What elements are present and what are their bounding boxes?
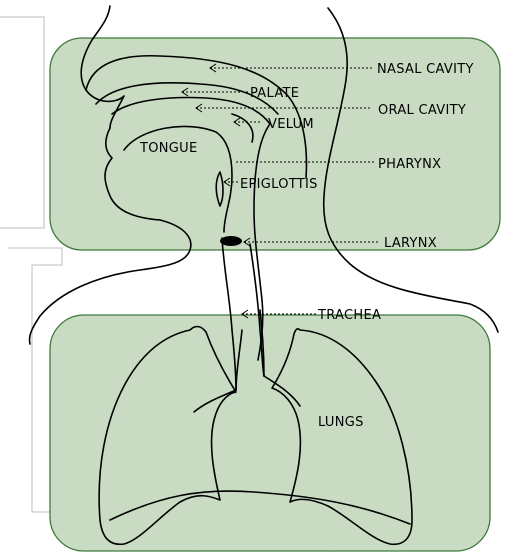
label-trachea: TRACHEA bbox=[317, 308, 381, 323]
label-velum: VELUM bbox=[268, 117, 314, 132]
label-larynx: LARYNX bbox=[384, 236, 437, 251]
label-epiglottis: EPIGLOTTIS bbox=[240, 177, 318, 192]
label-nasal-cavity: NASAL CAVITY bbox=[377, 62, 474, 77]
label-pharynx: PHARYNX bbox=[378, 157, 441, 172]
chest-region-panel bbox=[50, 315, 490, 551]
label-palate: PALATE bbox=[250, 86, 299, 101]
larynx-marker bbox=[220, 236, 242, 246]
label-tongue: TONGUE bbox=[139, 141, 198, 156]
label-oral-cavity: ORAL CAVITY bbox=[378, 103, 466, 118]
label-lungs: LUNGS bbox=[318, 415, 364, 430]
